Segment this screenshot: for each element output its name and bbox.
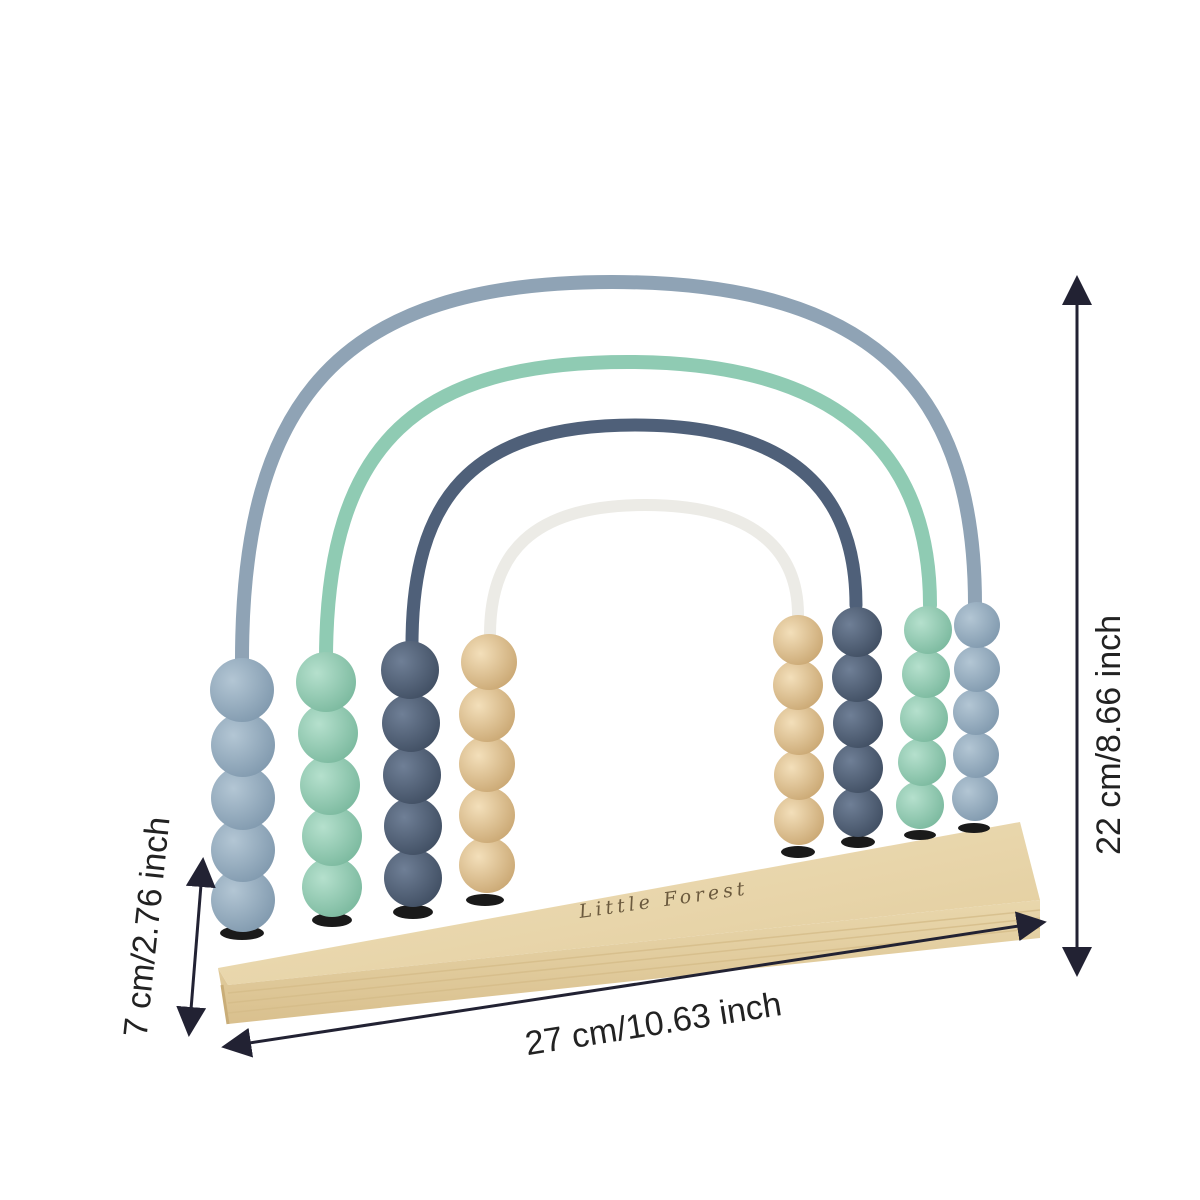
depth-dimension: 7 cm/2.76 inch: [117, 815, 216, 1039]
width-arrow: [221, 911, 1047, 1058]
depth-arrow: [176, 857, 216, 1037]
height-label: 22 cm/8.66 inch: [1090, 615, 1128, 855]
inner-arch: [484, 498, 804, 641]
bead-column-inner-left: [459, 634, 517, 906]
height-dimension: 22 cm/8.66 inch: [1062, 275, 1128, 977]
bead-column-third-left: [381, 641, 442, 919]
outer-arch: [235, 274, 982, 667]
bead-column-outer-left: [210, 658, 275, 940]
abacus-arches: [235, 274, 982, 667]
depth-label: 7 cm/2.76 inch: [117, 815, 178, 1039]
bead-column-outer-right: [952, 602, 1000, 833]
third-arch: [405, 418, 863, 652]
bead-column-second-right: [896, 606, 952, 840]
second-arch: [319, 354, 937, 667]
bead-column-second-left: [296, 652, 362, 927]
bead-column-third-right: [832, 607, 883, 848]
bead-column-inner-right: [773, 615, 824, 858]
